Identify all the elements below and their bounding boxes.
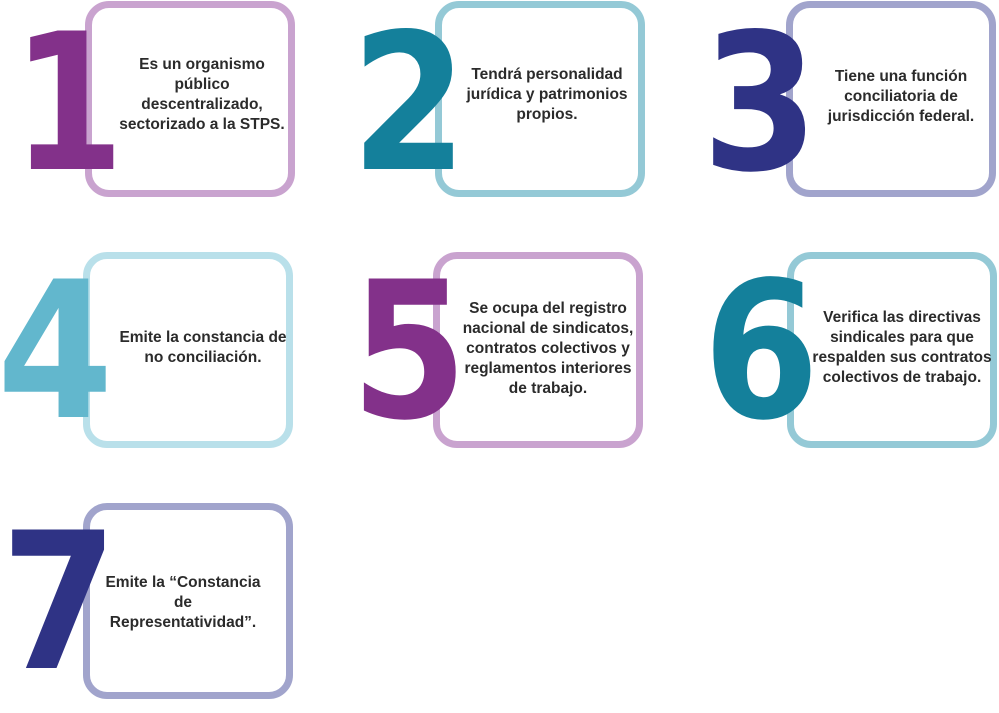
item-text-7: Emite la “Constancia de Representativida…	[105, 573, 261, 632]
item-card-3: 3 Tiene una función conciliatoria de jur…	[702, 1, 996, 199]
item-card-1: 1 Es un organismo público descentralizad…	[12, 1, 295, 199]
item-text-4: Emite la constancia de no conciliación.	[119, 328, 287, 366]
item-frame-5	[433, 252, 643, 448]
item-number-5: 5	[351, 241, 467, 462]
item-card-5: 5 Se ocupa del registro nacional de sind…	[351, 252, 643, 448]
item-card-2: 2 Tendrá personalidad jurídica y patrimo…	[351, 1, 645, 199]
item-card-4: 4 Emite la constancia de no conciliación…	[0, 252, 293, 448]
item-number-4: 4	[0, 241, 113, 462]
item-text-2: Tendrá personalidad jurídica y patrimoni…	[466, 65, 628, 124]
item-number-6: 6	[703, 241, 819, 462]
item-frame-2	[435, 1, 645, 197]
item-number-1: 1	[12, 0, 124, 214]
item-frame-7	[83, 503, 293, 699]
item-number-3: 3	[702, 0, 818, 214]
item-frame-6	[787, 252, 997, 448]
item-card-6: 6 Verifica las directivas sindicales par…	[703, 252, 997, 448]
item-text-6: Verifica las directivas sindicales para …	[812, 308, 992, 387]
item-card-7: 7 Emite la “Constancia de Representativi…	[1, 503, 293, 699]
item-number-7: 7	[1, 492, 117, 713]
item-number-2: 2	[351, 0, 467, 214]
item-frame-4	[83, 252, 293, 448]
item-text-1: Es un organismo público descentralizado,…	[119, 55, 285, 134]
item-frame-1	[85, 1, 295, 197]
item-frame-3	[786, 1, 996, 197]
item-text-5: Se ocupa del registro nacional de sindic…	[462, 299, 634, 398]
item-text-3: Tiene una función conciliatoria de juris…	[827, 67, 975, 126]
